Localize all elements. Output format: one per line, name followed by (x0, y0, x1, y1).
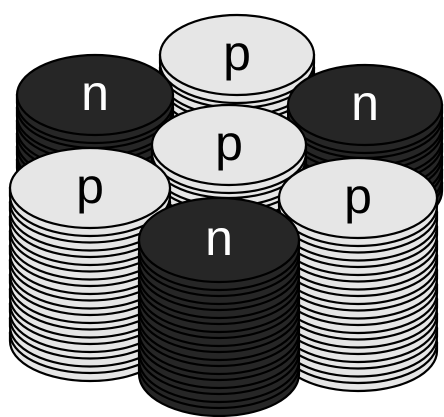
stack-label-n: n (81, 65, 109, 121)
stack-label-n: n (351, 75, 379, 131)
stack-front-center-n: n (139, 198, 299, 416)
stack-label-p: p (223, 25, 251, 81)
stack-label-p: p (215, 115, 243, 171)
stack-label-p: p (344, 168, 372, 224)
stack-front-right-p: p (279, 158, 437, 391)
stack-label-n: n (205, 210, 233, 266)
stack-label-p: p (76, 158, 104, 214)
